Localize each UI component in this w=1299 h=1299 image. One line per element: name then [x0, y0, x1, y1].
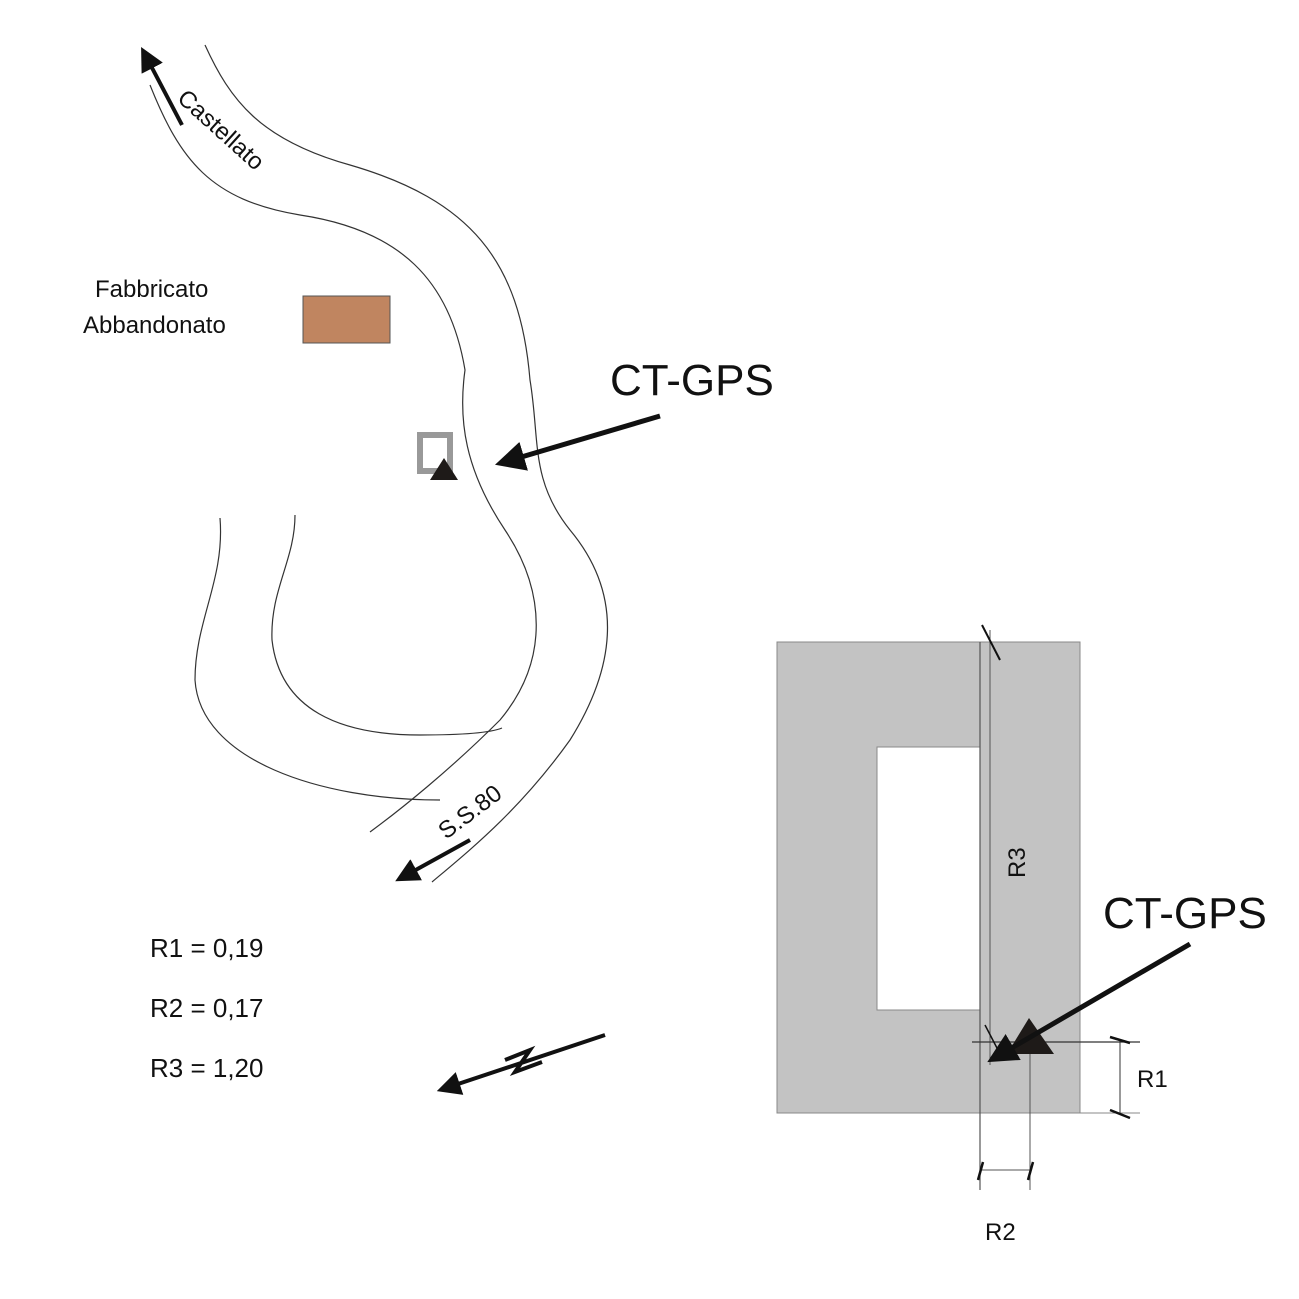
detail-ct-gps-arrow [987, 941, 1192, 1063]
castellato-arrow [141, 46, 184, 126]
building-label-line2: Abbandonato [83, 312, 226, 339]
ct-gps-arrow [494, 413, 661, 471]
r1-label: R1 [1137, 1066, 1168, 1093]
legend-r3: R3 = 1,20 [150, 1053, 263, 1083]
road-edge-east [204, 44, 609, 883]
ss80-arrow [395, 838, 471, 882]
abandoned-building [302, 295, 391, 344]
legend-r1: R1 = 0,19 [150, 933, 263, 963]
station-detail-plan: CT-GPS R3 R1 R2 [776, 624, 1267, 1246]
road-edge-west [149, 84, 537, 833]
north-arrow-icon [436, 1033, 606, 1095]
r2-label: R2 [985, 1219, 1016, 1246]
road-lines [149, 44, 609, 883]
ct-gps-label: CT-GPS [610, 356, 774, 405]
building-label-line1: Fabbricato [95, 276, 208, 303]
gps-station-triangle-icon [430, 458, 458, 480]
castellato-label: Castellato [172, 84, 269, 175]
legend-r2: R2 = 0,17 [150, 993, 263, 1023]
detail-opening [876, 746, 981, 1011]
r3-label: R3 [1004, 847, 1031, 878]
ss80-label: S.S.80 [433, 780, 507, 845]
loop-edge-inner [271, 514, 503, 736]
loop-edge-outer [194, 517, 441, 801]
detail-ct-gps-label: CT-GPS [1103, 889, 1267, 938]
